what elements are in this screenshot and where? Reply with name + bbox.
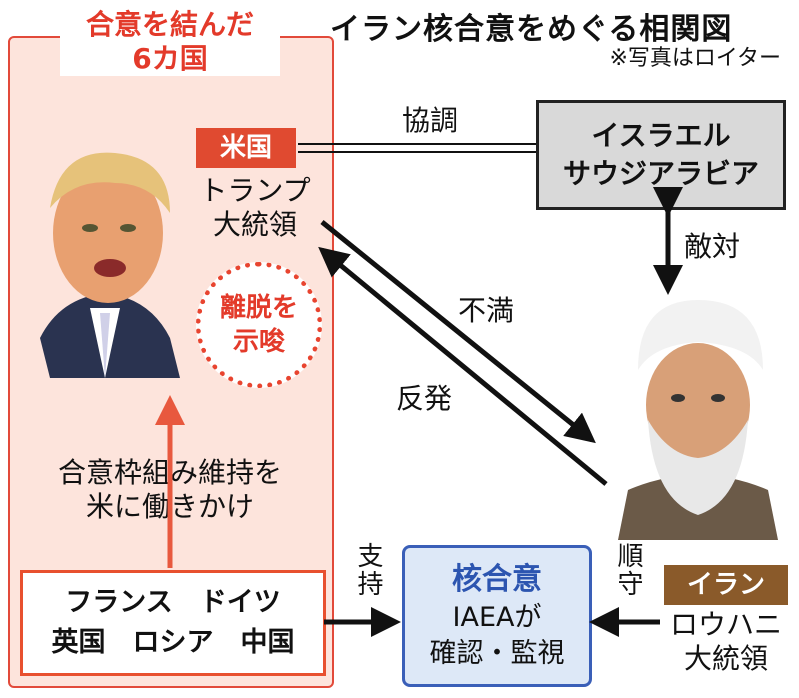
iran-leader-label: ロウハニ 大統領 <box>660 608 792 676</box>
portrait-icon <box>618 300 778 540</box>
us-tag: 米国 <box>196 128 296 168</box>
nuclear-deal-line2: 確認・監視 <box>429 638 565 669</box>
countries-row2: 英国 ロシア 中国 <box>51 627 295 658</box>
countries-box: フランス ドイツ 英国 ロシア 中国 <box>20 570 326 676</box>
parties-title-line1: 合意を結んだ <box>85 8 254 41</box>
withdraw-line2: 示唆 <box>232 327 285 357</box>
portrait-icon <box>40 152 180 378</box>
israel-line1: イスラエル <box>591 119 731 152</box>
coordination-label: 協調 <box>401 104 458 137</box>
support-label: 支持 <box>353 542 383 598</box>
us-leader-line2: 大統領 <box>212 208 297 241</box>
iran-tag: イラン <box>664 565 788 605</box>
iran-leader-line2: 大統領 <box>683 642 768 675</box>
israel-line2: サウジアラビア <box>562 157 759 190</box>
hostility-label: 敵対 <box>684 230 741 263</box>
iran-leader-line1: ロウハニ <box>669 608 782 641</box>
withdraw-line1: 離脱を <box>219 293 298 323</box>
dissatisfaction-label: 不満 <box>457 294 514 327</box>
us-leader-label: トランプ 大統領 <box>190 174 320 242</box>
trump-photo <box>20 128 190 378</box>
rouhani-photo <box>598 290 794 540</box>
nuclear-deal-box: 核合意 IAEAが 確認・監視 <box>402 545 592 687</box>
compliance-label: 順守 <box>613 542 643 598</box>
nuclear-deal-line1: IAEAが <box>452 602 542 633</box>
withdraw-hint: 離脱を 示唆 <box>196 262 322 388</box>
israel-saudi-box: イスラエル サウジアラビア <box>536 100 786 210</box>
backlash-label: 反発 <box>395 382 452 415</box>
dissatisfaction-arrow <box>320 220 596 444</box>
parties-title-line2: 6カ国 <box>132 42 208 75</box>
page-title: イラン核合意をめぐる相関図 <box>330 12 733 47</box>
countries-row1: フランス ドイツ <box>65 587 281 618</box>
nuclear-deal-title: 核合意 <box>452 562 542 597</box>
photo-credit: ※写真はロイター <box>609 46 781 71</box>
backlash-arrow <box>318 246 608 486</box>
parties-box-title: 合意を結んだ 6カ国 <box>60 8 280 76</box>
us-leader-line1: トランプ <box>199 174 311 207</box>
